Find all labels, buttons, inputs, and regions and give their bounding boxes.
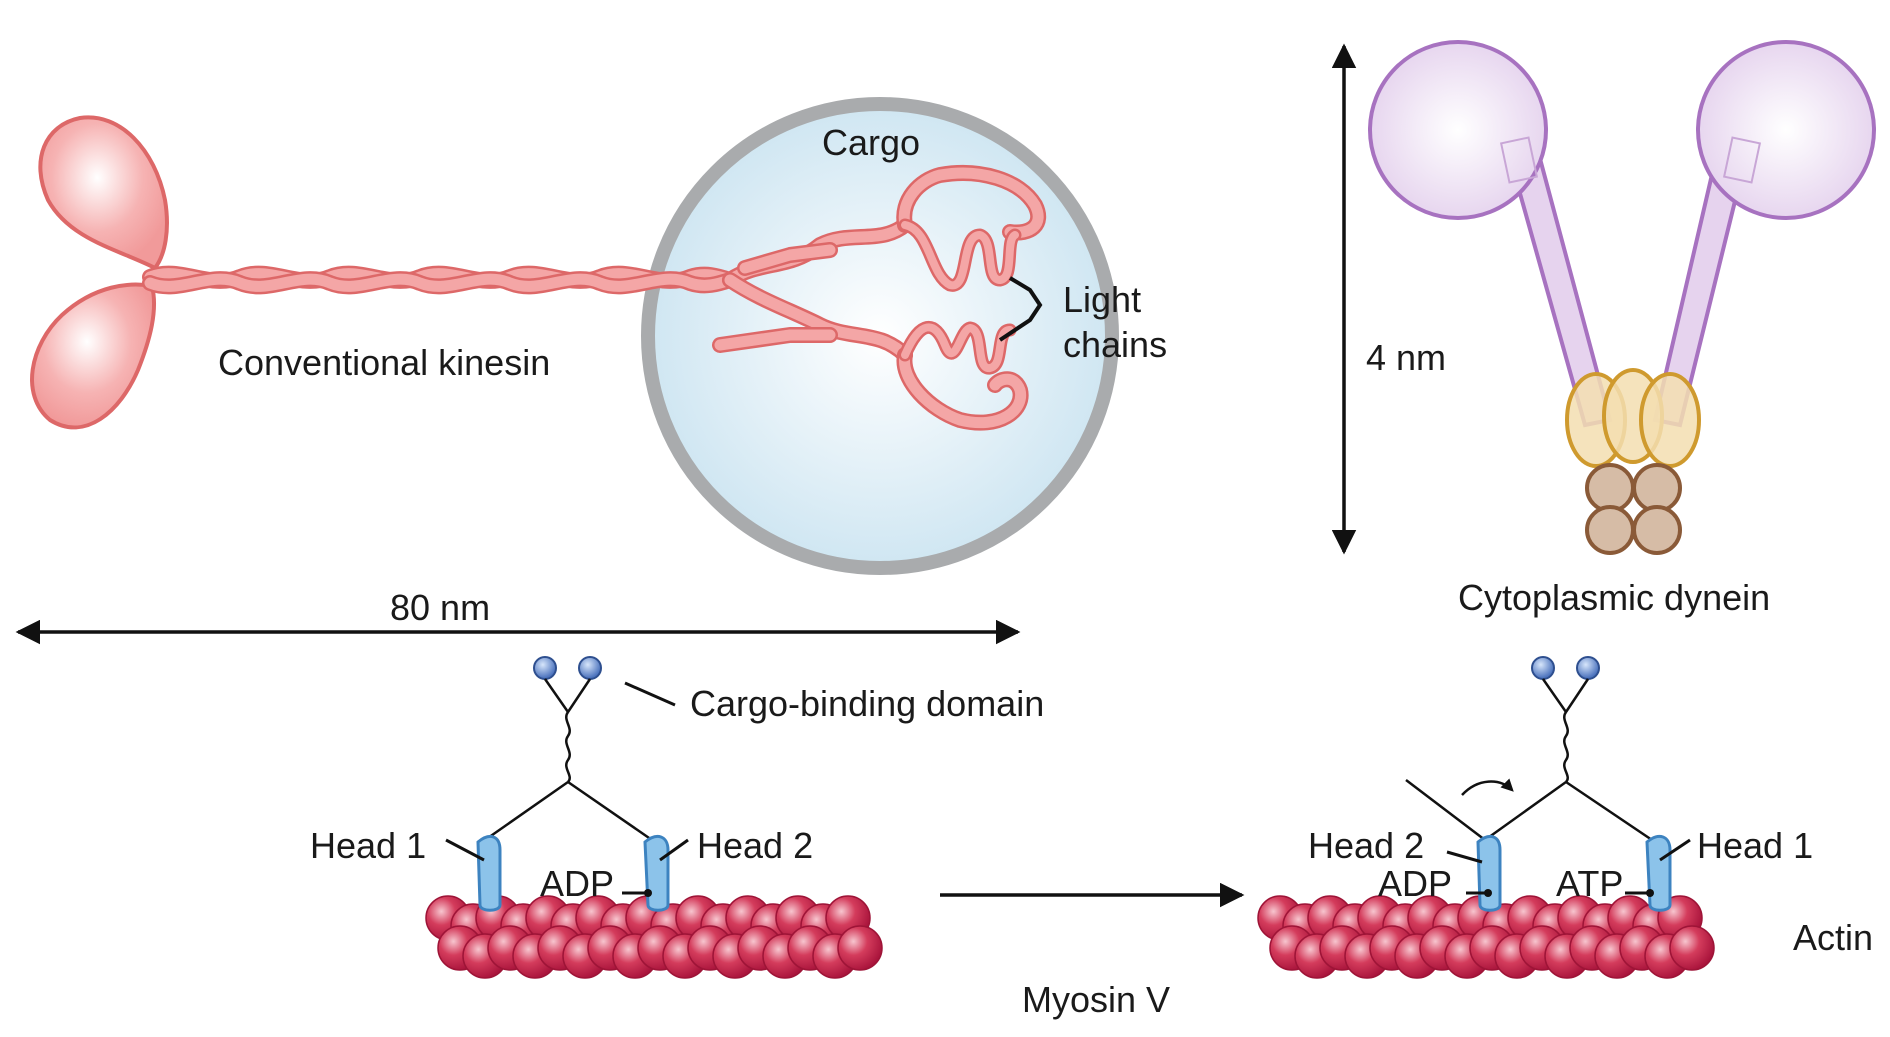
dynein-light-chain-3 [1585,505,1635,555]
state2-adp-label: ADP [1378,863,1452,904]
state2-head-right-label: Head 1 [1697,825,1813,866]
light-chains-label-line2: chains [1063,324,1167,365]
head2-leader [659,838,689,862]
actin-label: Actin [1793,917,1873,958]
actin-monomer [837,925,883,971]
actin-filament-2 [1257,895,1715,979]
state1-adp-label: ADP [540,863,614,904]
myosin-head-1 [476,834,502,912]
cargo-binding-leader [624,681,676,707]
kinesin-label: Conventional kinesin [218,342,550,383]
state2-atp-dot [1646,889,1654,897]
cargo-label: Cargo [822,122,920,163]
myosin-head-1-state2 [1645,834,1672,912]
myosin-levers-2 [1405,779,1653,842]
kinesin-head-upper [38,115,169,271]
dynein-label: Cytoplasmic dynein [1458,577,1770,618]
kinesin-length-label: 80 nm [390,587,490,628]
cargo-binding-ball-right-2 [1576,656,1600,680]
dynein-height-label: 4 nm [1366,337,1446,378]
dynein-linker-right [1722,136,1762,184]
actin-monomer [1669,925,1715,971]
dynein-group: 4 nm Cytoplasmic dynein [1331,40,1876,618]
dynein-light-chain-2 [1632,463,1682,513]
kinesin-stalk [142,265,738,295]
light-chains-bracket [998,276,1043,342]
lever-swing-arrow [1461,778,1514,796]
state1-head-left-label: Head 1 [310,825,426,866]
myosin-neck-coil [543,678,592,783]
dynein-linker-left [1499,136,1539,184]
dynein-light-chain-4 [1632,505,1682,555]
kinesin-head-lower [30,282,156,430]
cargo-binding-ball-left-2 [1531,656,1555,680]
kinesin-group: Cargo Light chains Conventional kinesin … [15,97,1167,645]
dynein-head-left [1368,40,1548,220]
state2-atp-label: ATP [1556,863,1623,904]
adp-dot [644,889,652,897]
state1-head-right-label: Head 2 [697,825,813,866]
myosin-levers [484,780,653,842]
state2-adp-dot [1484,889,1492,897]
myosin-state-1: Cargo-binding domain Head 1 Head 2 ADP [310,656,1044,979]
cargo-binding-ball-left [533,656,557,680]
state2-head-left-label: Head 2 [1308,825,1424,866]
light-chains-label-line1: Light [1063,279,1141,320]
actin-filament-1 [425,895,883,979]
state2-head-left-leader [1446,850,1483,864]
dynein-intermediate-chain-3 [1639,372,1701,468]
kinesin-upper-tail [722,165,1047,292]
myosin-head-2 [643,834,670,912]
myosin-head-2-state2 [1476,834,1502,912]
dynein-light-chain-1 [1585,463,1635,513]
myosin-label: Myosin V [1022,979,1170,1020]
kinesin-lower-tail [712,272,1029,431]
myosin-state-2: Head 2 Head 1 ADP ATP Actin [1257,656,1873,979]
head1-leader [445,838,485,862]
cargo-binding-label: Cargo-binding domain [690,683,1044,724]
dynein-head-right [1696,40,1876,220]
cargo-binding-ball-right [578,656,602,680]
myosin-neck-coil-2 [1541,678,1590,783]
state2-head-right-leader [1659,838,1691,862]
